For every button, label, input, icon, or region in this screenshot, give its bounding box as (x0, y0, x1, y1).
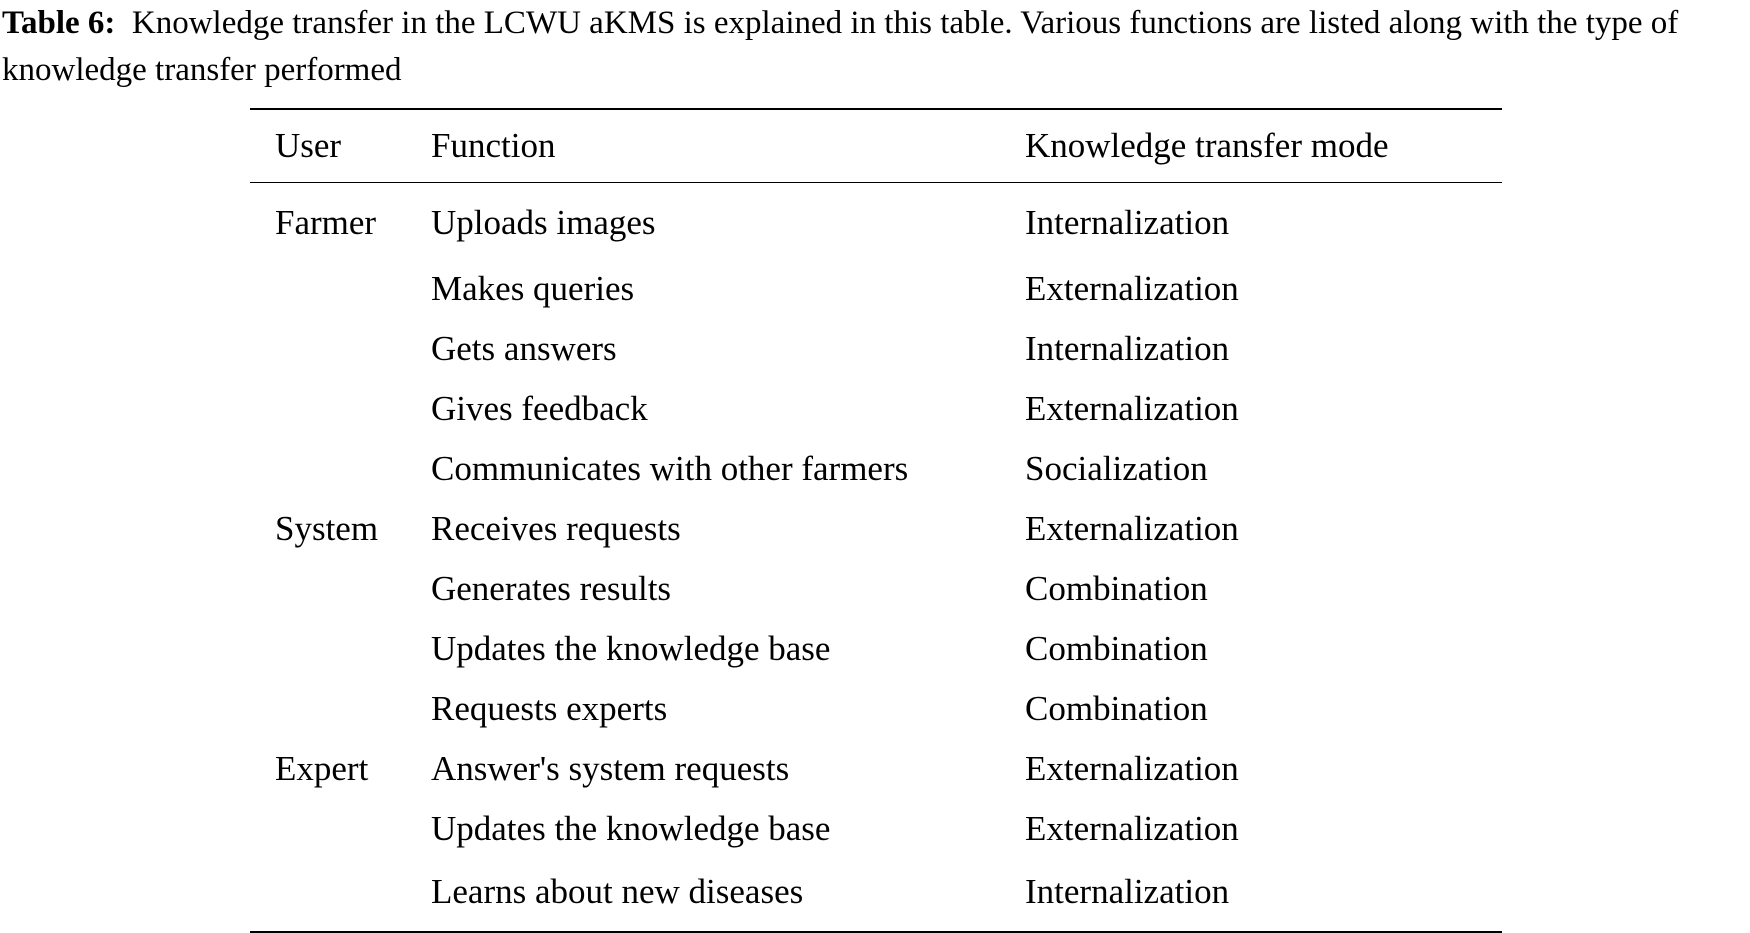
table-row: Makes queries Externalization (250, 259, 1502, 319)
cell-function: Requests experts (431, 689, 668, 728)
table-row: Gives feedback Externalization (250, 379, 1502, 439)
cell-user (250, 679, 431, 739)
knowledge-transfer-table: User Function Knowledge transfer mode Fa… (250, 108, 1502, 933)
cell-user (250, 319, 431, 379)
cell-user (250, 799, 431, 859)
table-row: Requests experts Combination (250, 679, 1502, 739)
caption-text: Knowledge transfer in the LCWU aKMS is e… (2, 5, 1679, 88)
cell-user: Expert (275, 749, 369, 788)
cell-mode: Internalization (1025, 872, 1230, 911)
cell-function: Gives feedback (431, 389, 648, 428)
cell-mode: Combination (1025, 569, 1208, 608)
table-row: Expert Answer's system requests External… (250, 739, 1502, 799)
cell-function: Makes queries (431, 269, 635, 308)
table-row: Communicates with other farmers Socializ… (250, 439, 1502, 499)
table-row: Farmer Uploads images Internalization (250, 183, 1502, 260)
cell-function: Communicates with other farmers (431, 449, 909, 488)
table-row: Updates the knowledge base Externalizati… (250, 799, 1502, 859)
cell-function: Learns about new diseases (431, 872, 804, 911)
cell-mode: Combination (1025, 629, 1208, 668)
cell-function: Receives requests (431, 509, 681, 548)
cell-user: Farmer (275, 203, 377, 242)
cell-user (250, 259, 431, 319)
header-row: User Function Knowledge transfer mode (250, 109, 1502, 183)
cell-mode: Externalization (1025, 509, 1239, 548)
table-row: Learns about new diseases Internalizatio… (250, 859, 1502, 932)
header-function: Function (431, 126, 556, 165)
cell-user (250, 559, 431, 619)
cell-function: Uploads images (431, 203, 656, 242)
cell-function: Gets answers (431, 329, 617, 368)
table-row: Gets answers Internalization (250, 319, 1502, 379)
table-row: Generates results Combination (250, 559, 1502, 619)
caption-label: Table 6: (2, 5, 116, 41)
cell-function: Updates the knowledge base (431, 629, 831, 668)
cell-function: Answer's system requests (431, 749, 790, 788)
table-row: Updates the knowledge base Combination (250, 619, 1502, 679)
cell-mode: Externalization (1025, 389, 1239, 428)
cell-mode: Externalization (1025, 749, 1239, 788)
cell-user (250, 619, 431, 679)
table-caption: Table 6: Knowledge transfer in the LCWU … (2, 0, 1742, 94)
cell-user: System (275, 509, 379, 548)
cell-function: Generates results (431, 569, 672, 608)
table-row: System Receives requests Externalization (250, 499, 1502, 559)
cell-mode: Combination (1025, 689, 1208, 728)
cell-function: Updates the knowledge base (431, 809, 831, 848)
header-mode: Knowledge transfer mode (1025, 126, 1389, 165)
cell-mode: Internalization (1025, 203, 1230, 242)
cell-user (250, 379, 431, 439)
cell-user (250, 859, 431, 932)
header-user: User (275, 126, 342, 165)
cell-user (250, 439, 431, 499)
cell-mode: Socialization (1025, 449, 1208, 488)
cell-mode: Internalization (1025, 329, 1230, 368)
cell-mode: Externalization (1025, 809, 1239, 848)
cell-mode: Externalization (1025, 269, 1239, 308)
